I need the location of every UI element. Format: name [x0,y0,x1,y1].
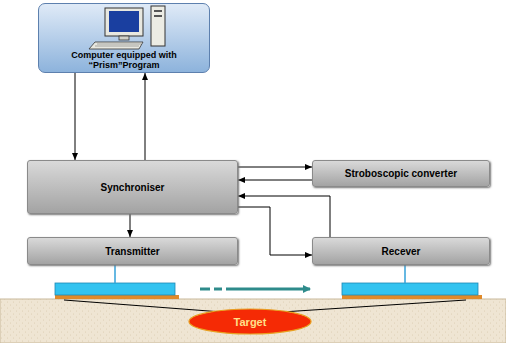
receive-antenna [342,283,478,295]
signal-arrow [75,73,76,160]
process-box: Recever [312,237,490,265]
antenna-base [55,295,179,299]
node-label: Target [234,316,267,328]
ray [282,300,466,312]
ground [0,299,506,343]
node-label: Recever [382,246,421,257]
ray [64,300,222,312]
signal-arrow [238,180,312,181]
computer-box: Computer equipped with “Prism”Program [38,3,210,73]
node-label: Synchroniser [101,182,165,193]
signal-arrow [145,73,146,160]
computer-icon [39,4,211,52]
antenna-base [342,295,482,299]
node-label: Transmitter [105,246,159,257]
motion-dash [214,288,222,291]
signal-arrow [130,214,131,237]
process-box: Transmitter [27,237,238,265]
signal-arrow [238,167,312,168]
process-box: Stroboscopic converter [312,160,490,187]
motion-arrow [226,288,310,291]
signal-arrow [238,196,330,237]
node-label: Stroboscopic converter [345,168,457,179]
node-label: Computer equipped with “Prism”Program [69,50,179,70]
motion-dash [200,288,210,291]
feed-line [404,265,406,283]
feed-line [114,265,116,283]
transmit-antenna [55,283,175,295]
target-ellipse: Target [188,308,312,335]
signal-arrow [238,207,312,255]
process-box: Synchroniser [27,160,238,214]
